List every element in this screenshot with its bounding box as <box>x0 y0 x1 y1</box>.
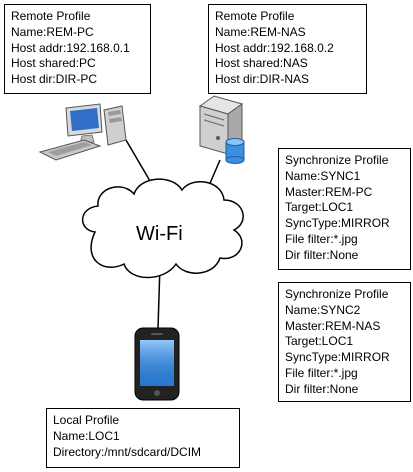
remote-nas-name: Name:REM-NAS <box>215 24 306 39</box>
sync2-dir-filter: Dir filter:None <box>285 381 359 396</box>
remote-nas-host-shared: Host shared:NAS <box>215 56 308 71</box>
wifi-label: Wi-Fi <box>136 223 183 245</box>
sync1-file-filter: File filter:*.jpg <box>285 231 358 246</box>
remote-nas-host-addr: Host addr:192.168.0.2 <box>215 40 334 55</box>
desktop-computer-icon <box>38 103 127 161</box>
remote-pc-title: Remote Profile <box>11 9 91 23</box>
sync1-master: Master:REM-PC <box>285 184 373 199</box>
remote-pc-host-shared: Host shared:PC <box>11 56 96 71</box>
remote-profile-nas-box: Remote Profile Name:REM-NAS Host addr:19… <box>208 4 367 94</box>
sync-profile-1-box: Synchronize Profile Name:SYNC1 Master:RE… <box>278 148 411 270</box>
sync1-title: Synchronize Profile <box>285 153 389 167</box>
local-profile-box: Local Profile Name:LOC1 Directory:/mnt/s… <box>46 408 240 468</box>
local-title: Local Profile <box>53 413 120 427</box>
remote-pc-host-addr: Host addr:192.168.0.1 <box>11 40 130 55</box>
sync1-name: Name:SYNC1 <box>285 168 361 183</box>
remote-pc-host-dir: Host dir:DIR-PC <box>11 72 98 87</box>
remote-nas-title: Remote Profile <box>215 9 295 23</box>
sync1-sync-type: SyncType:MIRROR <box>285 216 390 231</box>
sync2-name: Name:SYNC2 <box>285 302 361 317</box>
local-directory: Directory:/mnt/sdcard/DCIM <box>53 444 202 459</box>
remote-pc-name: Name:REM-PC <box>11 24 94 39</box>
smartphone-icon <box>134 327 180 401</box>
sync2-file-filter: File filter:*.jpg <box>285 365 358 380</box>
sync-profile-2-box: Synchronize Profile Name:SYNC2 Master:RE… <box>278 282 411 402</box>
local-name: Name:LOC1 <box>53 428 120 443</box>
sync2-sync-type: SyncType:MIRROR <box>285 350 390 365</box>
wifi-cloud-icon <box>81 178 244 279</box>
sync1-target: Target:LOC1 <box>285 200 354 215</box>
server-database-icon <box>198 95 245 164</box>
sync2-master: Master:REM-NAS <box>285 318 381 333</box>
sync1-dir-filter: Dir filter:None <box>285 247 359 262</box>
sync2-title: Synchronize Profile <box>285 287 389 301</box>
remote-profile-pc-box: Remote Profile Name:REM-PC Host addr:192… <box>4 4 151 94</box>
sync2-target: Target:LOC1 <box>285 334 354 349</box>
remote-nas-host-dir: Host dir:DIR-NAS <box>215 72 310 87</box>
